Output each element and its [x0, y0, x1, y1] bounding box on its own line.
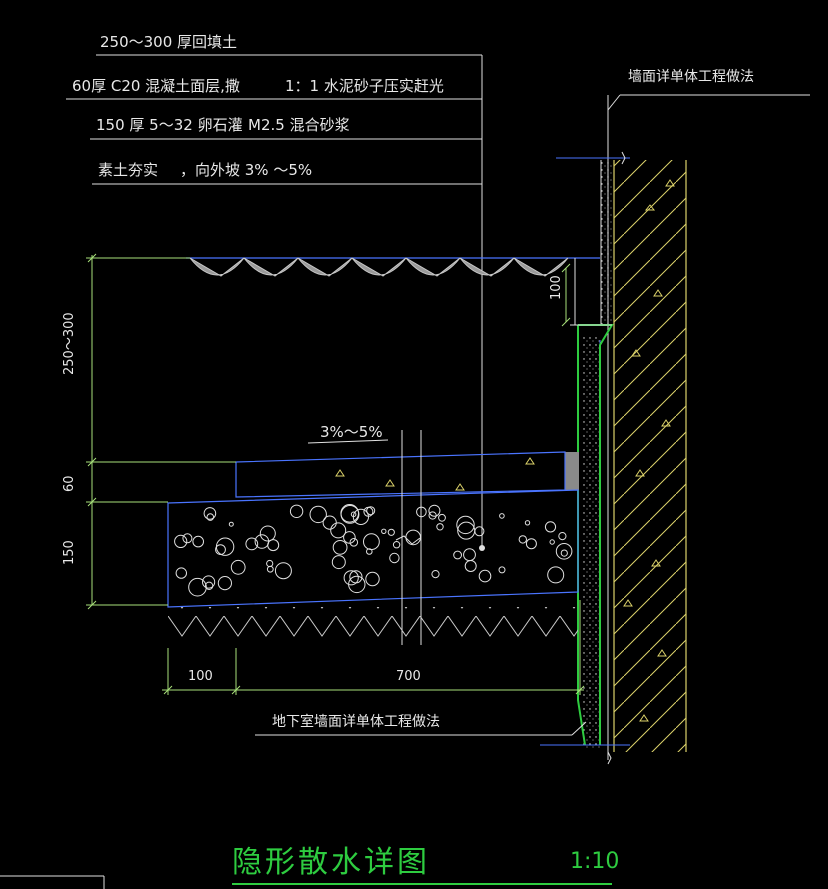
- layer-notes: 250～300 厚回填土 60厚 C20 混凝土面层,撒 1：1 水泥砂子压实赶…: [66, 33, 485, 551]
- concrete-wall: [613, 160, 687, 752]
- concrete-layer: 3%～5%: [235, 423, 566, 498]
- pebble: [498, 566, 506, 574]
- note-gravel-mortar: M2.5 混合砂浆: [248, 116, 350, 134]
- pebble: [366, 506, 376, 516]
- pebble: [254, 534, 270, 549]
- note-gravel: 150 厚 5～32 卵石灌: [96, 116, 243, 134]
- pebble: [524, 520, 531, 526]
- dim-100: 100: [188, 669, 213, 684]
- pebble: [365, 571, 380, 587]
- pebble: [499, 513, 505, 519]
- wall-finish: [540, 151, 630, 765]
- pebble: [428, 504, 441, 517]
- pebble: [366, 548, 373, 555]
- drawing-scale: 1:10: [570, 849, 619, 874]
- title-block: 隐形散水详图 1:10: [0, 845, 619, 889]
- dim-100-vertical: 100: [549, 275, 564, 300]
- pebble: [457, 521, 476, 540]
- dim-60: 60: [62, 475, 77, 492]
- gravel-layer: [167, 489, 579, 608]
- pebble: [330, 522, 347, 539]
- grass-arcs: [189, 257, 569, 277]
- pebble: [463, 548, 476, 562]
- pebble: [192, 535, 204, 548]
- pebble: [453, 550, 463, 560]
- pebble: [309, 505, 327, 524]
- drawing-title: 隐形散水详图: [232, 845, 430, 880]
- note-concrete: 60厚 C20 混凝土面层,撒: [72, 77, 240, 95]
- pebble: [228, 521, 234, 527]
- pebble: [266, 559, 274, 568]
- pebble: [549, 539, 555, 545]
- basement-note-text: 地下室墙面详单体工程做法: [272, 713, 440, 730]
- pebble: [188, 577, 207, 597]
- pebble: [202, 575, 216, 589]
- pebble: [525, 538, 537, 550]
- compacted-soil: [168, 607, 578, 637]
- pebble: [274, 562, 292, 580]
- pebble: [266, 565, 274, 573]
- pebble: [245, 537, 259, 551]
- note-backfill: 250～300 厚回填土: [100, 33, 237, 51]
- pebble: [332, 540, 348, 555]
- pebble: [464, 560, 477, 572]
- pebble: [560, 549, 568, 557]
- dim-700: 700: [396, 669, 421, 684]
- pebble: [259, 525, 276, 542]
- basement-note: 地下室墙面详单体工程做法: [255, 713, 587, 736]
- horizontal-dimensions: [162, 600, 585, 695]
- pebble: [289, 504, 304, 518]
- note-concrete-mortar: 1：1 水泥砂子压实赶光: [285, 77, 444, 95]
- dim-150: 150: [62, 540, 77, 565]
- wall-step: [565, 324, 612, 490]
- pebble: [431, 570, 440, 579]
- pebble: [340, 504, 360, 523]
- pebble: [478, 569, 492, 583]
- pebble: [558, 532, 567, 541]
- pebble: [343, 570, 359, 586]
- pebble: [474, 526, 485, 537]
- pebble: [428, 511, 437, 520]
- pebble: [555, 543, 573, 560]
- pebble: [182, 533, 193, 544]
- pebble: [456, 515, 475, 535]
- note-soil: 素土夯实: [98, 161, 158, 179]
- note-soil-slope: ，向外坡 3% ～5%: [180, 161, 312, 179]
- pebble: [215, 544, 226, 555]
- pebble: [363, 533, 380, 551]
- pebble: [352, 508, 369, 526]
- slope-label: 3%～5%: [320, 423, 383, 441]
- pebble: [343, 531, 356, 544]
- pebble: [544, 521, 557, 533]
- grass-surface: 100: [186, 257, 600, 327]
- pebble: [204, 581, 214, 590]
- wall-note-text: 墙面详单体工程做法: [628, 69, 754, 85]
- pebble: [518, 535, 527, 544]
- pebble: [174, 534, 188, 549]
- dim-250-300: 250～300: [62, 312, 77, 375]
- pebble: [392, 541, 401, 549]
- pebble: [389, 552, 400, 564]
- pebble: [381, 528, 387, 534]
- pebble: [175, 567, 188, 579]
- pebble: [230, 559, 246, 575]
- pebble: [206, 513, 215, 521]
- pebble: [438, 513, 446, 522]
- pebble: [547, 566, 565, 584]
- pebble: [217, 576, 232, 591]
- pebble: [436, 523, 444, 531]
- pebble: [203, 507, 217, 520]
- pebble: [215, 537, 235, 556]
- pebble: [349, 538, 359, 547]
- pebble: [387, 528, 395, 536]
- pebble: [331, 555, 346, 570]
- vertical-dimensions: [86, 253, 236, 610]
- pebble: [322, 515, 337, 530]
- pebble: [363, 506, 374, 517]
